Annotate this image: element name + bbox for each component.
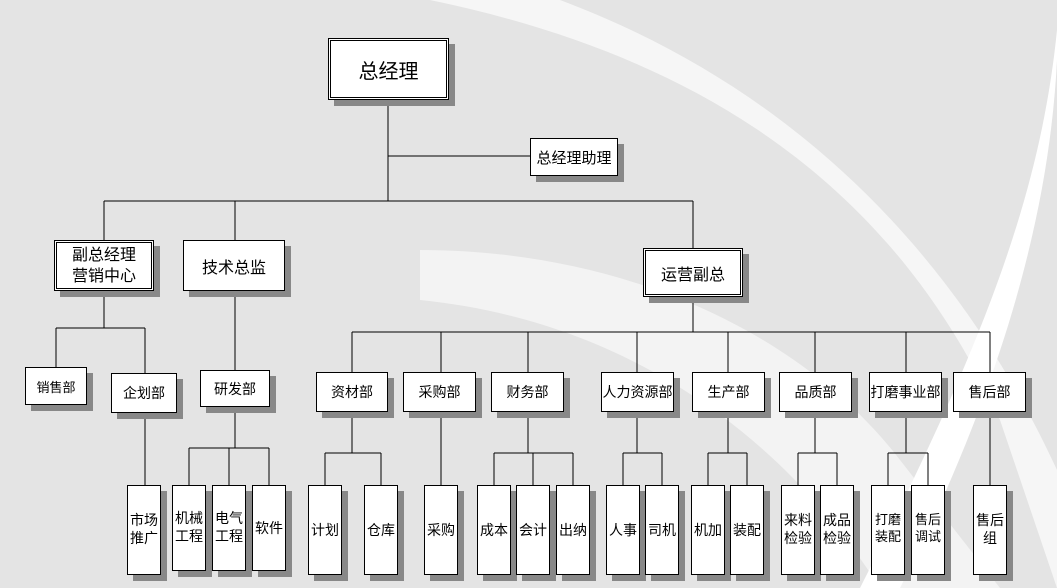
- node-rnd-dept: 研发部: [200, 370, 270, 407]
- node-label: 司机: [648, 523, 676, 539]
- node-label: 机加: [694, 523, 722, 539]
- node-production-dept: 生产部: [692, 372, 765, 412]
- node-label: 采购: [427, 523, 455, 539]
- node-grind-assembly: 打磨装配: [871, 485, 905, 575]
- node-vp-marketing: 副总经理营销中心: [54, 240, 154, 291]
- node-product-insp: 成品检验: [820, 485, 854, 575]
- node-purchase: 采购: [424, 485, 458, 575]
- node-label: 市场推广: [130, 512, 158, 547]
- node-general-manager: 总经理: [328, 38, 449, 100]
- node-label: 仓库: [367, 523, 395, 539]
- node-label: 资材部: [331, 385, 373, 401]
- node-tech-director: 技术总监: [183, 240, 285, 291]
- node-label: 总经理: [358, 58, 419, 83]
- node-label: 成品检验: [823, 512, 851, 547]
- node-label: 会计: [519, 523, 547, 539]
- node-ops-vp: 运营副总: [643, 248, 743, 297]
- node-label: 副总经理营销中心: [71, 244, 136, 285]
- node-label: 人力资源部: [602, 385, 673, 401]
- node-machining: 机加: [691, 485, 725, 575]
- node-warehouse: 仓库: [364, 485, 398, 575]
- node-grinding-dept: 打磨事业部: [869, 372, 942, 412]
- node-label: 电气工程: [215, 510, 243, 545]
- node-driver: 司机: [645, 485, 679, 575]
- node-label: 企划部: [123, 386, 165, 402]
- node-software: 软件: [252, 485, 286, 571]
- node-label: 来料检验: [784, 512, 812, 547]
- node-market-promo: 市场推广: [127, 485, 161, 575]
- node-label: 成本: [480, 523, 508, 539]
- node-hr-dept: 人力资源部: [601, 372, 674, 412]
- node-label: 出纳: [559, 523, 587, 539]
- node-gm-assistant: 总经理助理: [530, 138, 618, 176]
- node-label: 软件: [255, 521, 283, 537]
- node-label: 售后调试: [914, 513, 941, 545]
- node-elec-eng: 电气工程: [212, 485, 246, 571]
- node-incoming-insp: 来料检验: [781, 485, 815, 575]
- node-cost: 成本: [477, 485, 511, 575]
- node-label: 人事: [609, 523, 637, 539]
- node-label: 财务部: [506, 385, 549, 401]
- node-label: 计划: [311, 523, 339, 539]
- node-label: 品质部: [794, 385, 837, 401]
- node-label: 生产部: [707, 385, 750, 401]
- node-label: 打磨事业部: [870, 385, 941, 401]
- node-finance-dept: 财务部: [491, 372, 564, 412]
- node-label: 装配: [733, 523, 761, 539]
- node-planning-dept: 企划部: [111, 373, 177, 413]
- node-after-debug: 售后调试: [911, 485, 945, 575]
- node-label: 销售部: [36, 380, 76, 396]
- node-cashier: 出纳: [556, 485, 590, 575]
- node-aftersales-dept: 售后部: [953, 372, 1026, 412]
- node-after-group: 售后组: [973, 485, 1007, 575]
- node-personnel: 人事: [606, 485, 640, 575]
- node-label: 技术总监: [201, 257, 266, 277]
- node-label: 总经理助理: [536, 148, 612, 167]
- node-quality-dept: 品质部: [779, 372, 852, 412]
- node-label: 研发部: [214, 381, 256, 398]
- node-assembly: 装配: [730, 485, 764, 575]
- node-accounting: 会计: [516, 485, 550, 575]
- node-label: 售后部: [968, 385, 1011, 401]
- node-mech-eng: 机械工程: [172, 485, 206, 571]
- node-plan: 计划: [308, 485, 342, 575]
- node-purchasing-dept: 采购部: [403, 372, 476, 412]
- node-label: 售后组: [976, 512, 1004, 547]
- node-sales-dept: 销售部: [25, 367, 87, 405]
- node-materials-dept: 资材部: [316, 372, 388, 412]
- node-label: 机械工程: [175, 510, 203, 545]
- node-label: 打磨装配: [874, 513, 901, 545]
- node-label: 运营副总: [660, 264, 725, 284]
- node-label: 采购部: [418, 385, 461, 401]
